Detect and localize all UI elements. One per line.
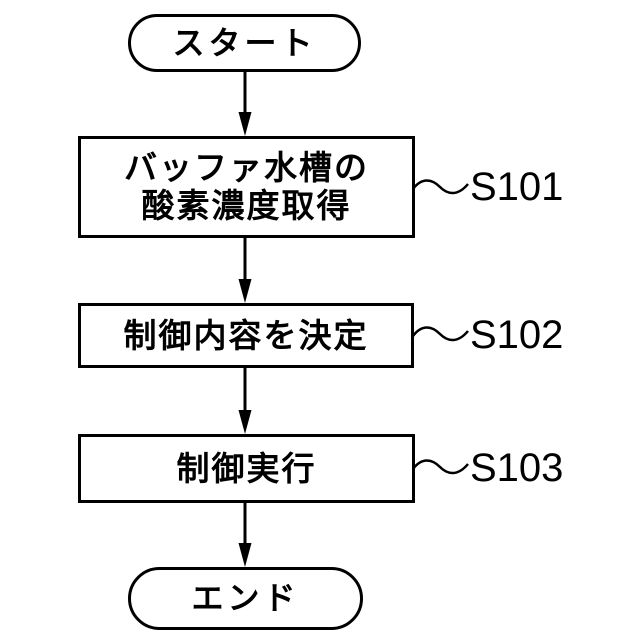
process-box-step3: 制御実行 [78, 434, 415, 503]
tilde-connector-step1-icon [412, 179, 469, 195]
arrow-down-start-to-step1-icon [238, 72, 252, 136]
start-terminal: スタート [128, 14, 361, 72]
step-ref-s101: S101 [470, 165, 564, 209]
step-ref-s102: S102 [470, 313, 564, 357]
process-box-step1-label-line1: バッファ水槽の [124, 149, 369, 187]
end-terminal-label: エンド [191, 580, 300, 617]
arrow-down-step3-to-end-icon [238, 503, 252, 567]
tilde-connector-step3-icon [412, 459, 469, 475]
process-box-step2-label: 制御内容を決定 [123, 316, 369, 354]
process-box-step3-label: 制御実行 [176, 449, 317, 487]
arrow-down-step2-to-step3-icon [238, 368, 252, 434]
end-terminal: エンド [128, 567, 363, 630]
process-box-step1-label-line2: 酸素濃度取得 [141, 187, 352, 224]
tilde-connector-step2-icon [412, 326, 469, 342]
process-box-step1: バッファ水槽の 酸素濃度取得 [78, 136, 415, 238]
step-ref-s103: S103 [470, 446, 564, 490]
arrow-down-step1-to-step2-icon [238, 238, 252, 303]
start-terminal-label: スタート [172, 24, 317, 61]
process-box-step2: 制御内容を決定 [78, 303, 414, 368]
